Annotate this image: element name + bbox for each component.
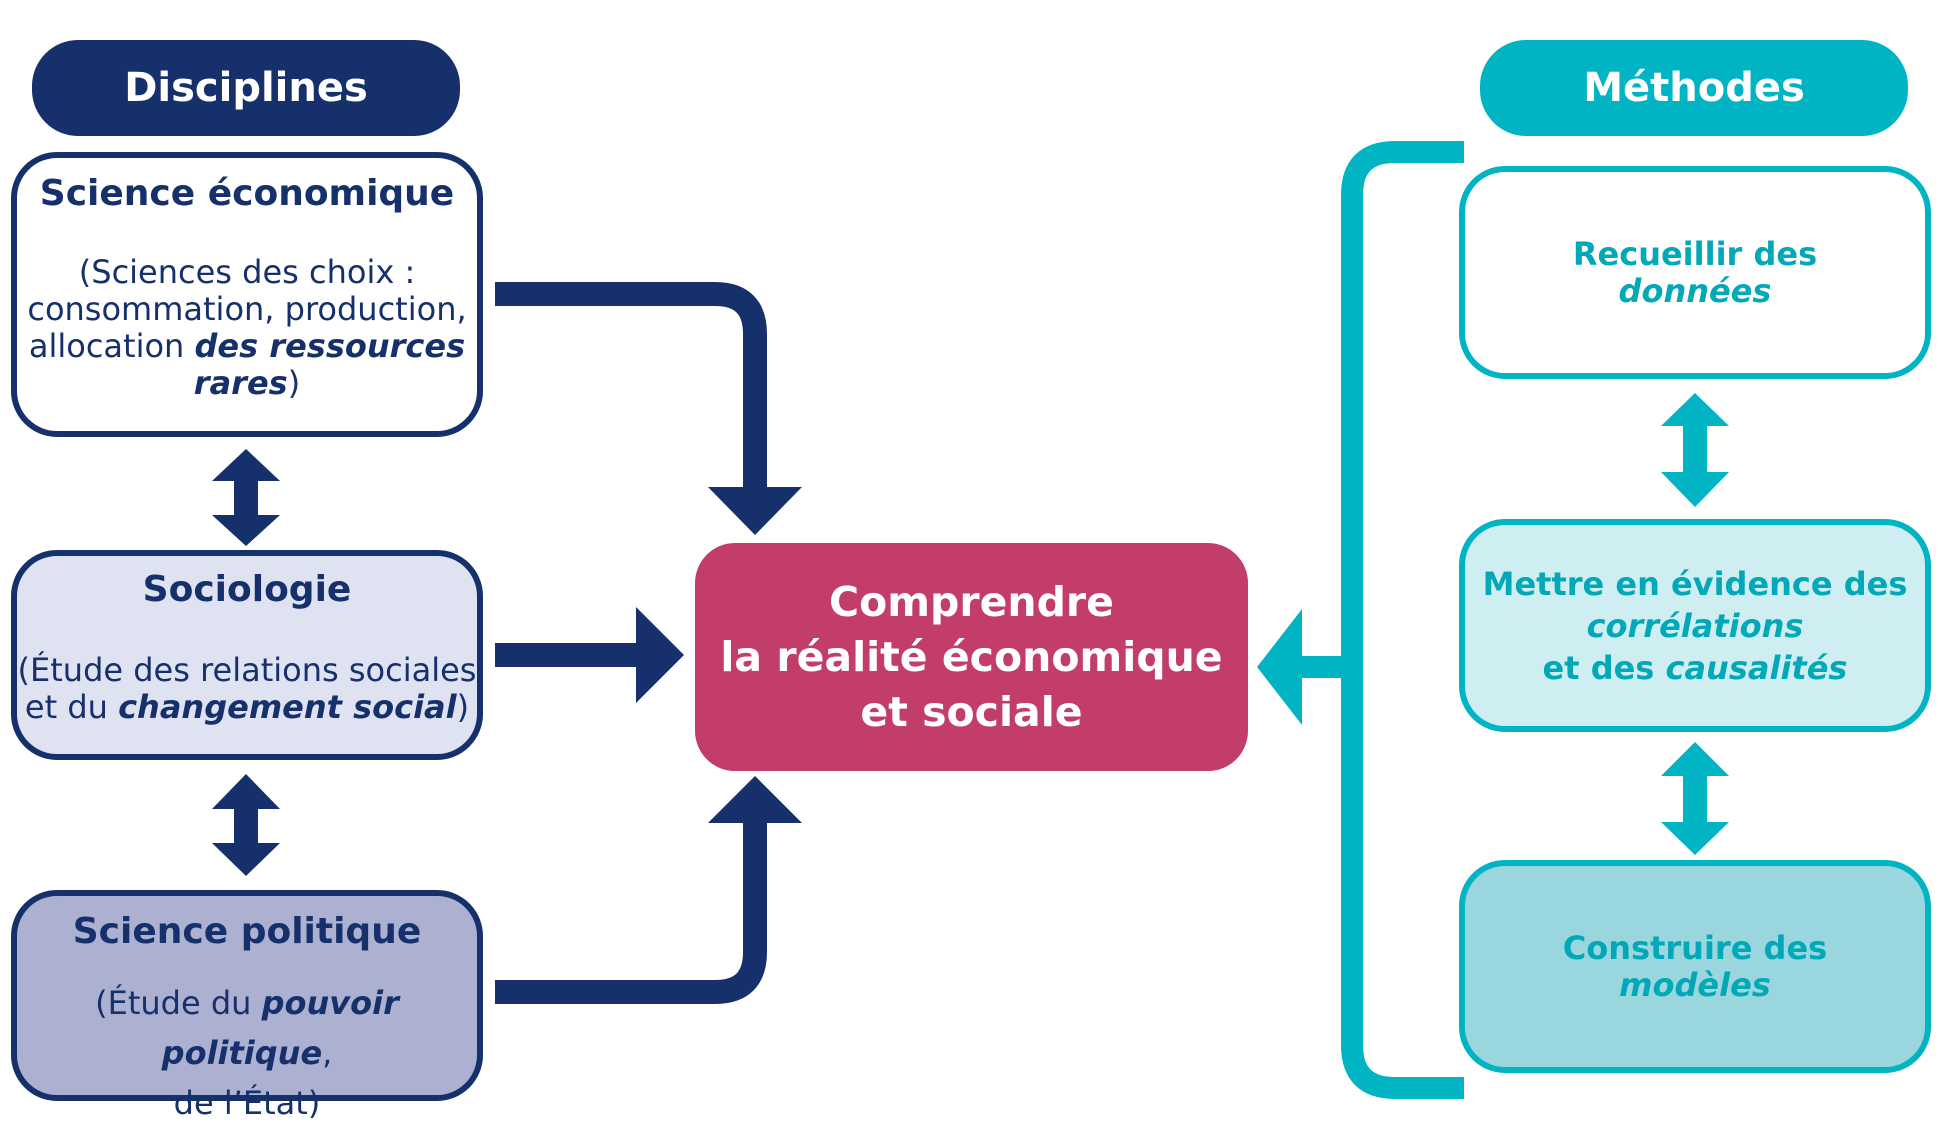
method-line: données [1573,271,1817,310]
science-economique-title: Science économique [39,173,455,214]
method-line: corrélations [1483,605,1908,647]
desc-emphasis: changement social [118,688,457,726]
center-line: la réalité économique [720,632,1223,681]
disciplines-header: Disciplines [32,40,460,136]
science-politique-box: Science politique (Étude du pouvoir poli… [11,890,483,1122]
double-arrow-icon [212,449,280,546]
bracket-icon [1257,141,1464,1099]
double-arrow-icon [212,774,280,876]
desc-line: et du changement social) [17,689,477,726]
desc-text: ) [287,364,301,402]
center-line: et sociale [860,687,1083,736]
method-emphasis: données [1618,271,1772,310]
arrow-sociologie-to-center [495,607,684,703]
desc-line: consommation, production, [27,290,467,328]
desc-line: (Étude du pouvoir politique, [17,978,477,1078]
sociologie-box: Sociologie (Étude des relations sociales… [11,550,483,760]
desc-emphasis: rares [193,364,288,402]
center-line: Comprendre [829,577,1114,626]
science-politique-title: Science politique [72,911,422,952]
method-emphasis: causalités [1665,648,1848,687]
method-line: et des causalités [1483,647,1908,689]
method-text: et des [1542,648,1666,687]
science-politique-desc: (Étude du pouvoir politique, de l’État) [17,978,477,1128]
method-line: modèles [1563,965,1827,1004]
construire-box: Construire des modèles [1459,860,1931,1073]
method-line: Recueillir des [1572,234,1818,273]
mettre-en-evidence-box: Mettre en évidence des corrélations et d… [1459,519,1931,732]
method-line: Mettre en évidence des [1482,564,1908,603]
science-economique-box: Science économique (Sciences des choix :… [11,152,483,437]
desc-line: (Étude des relations sociales [17,651,477,689]
desc-emphasis: pouvoir politique [161,984,399,1072]
method-emphasis: corrélations [1586,606,1804,645]
desc-line: rares) [17,365,477,402]
sociologie-title: Sociologie [142,569,352,610]
desc-line: (Sciences des choix : [78,253,416,291]
comprendre-box: Comprendre la réalité économique et soci… [695,543,1248,771]
desc-text: , [322,1034,333,1072]
double-arrow-icon [1661,742,1729,855]
method-emphasis: modèles [1619,965,1771,1004]
recueillir-box: Recueillir des données [1459,166,1931,379]
science-economique-desc: (Sciences des choix : consommation, prod… [17,254,477,402]
desc-text: allocation [28,327,195,365]
method-line: Construire des [1562,928,1828,967]
desc-text: (Étude du [95,984,262,1022]
desc-line: de l’État) [173,1084,321,1122]
arrow-politique-to-center [495,776,802,1004]
methodes-header: Méthodes [1480,40,1908,136]
sociologie-desc: (Étude des relations sociales et du chan… [17,652,477,726]
desc-line: allocation des ressources [17,328,477,365]
desc-text: et du [24,688,119,726]
desc-emphasis: des ressources [194,327,466,365]
double-arrow-icon [1661,393,1729,507]
desc-text: ) [456,688,470,726]
arrow-economie-to-center [495,282,802,535]
